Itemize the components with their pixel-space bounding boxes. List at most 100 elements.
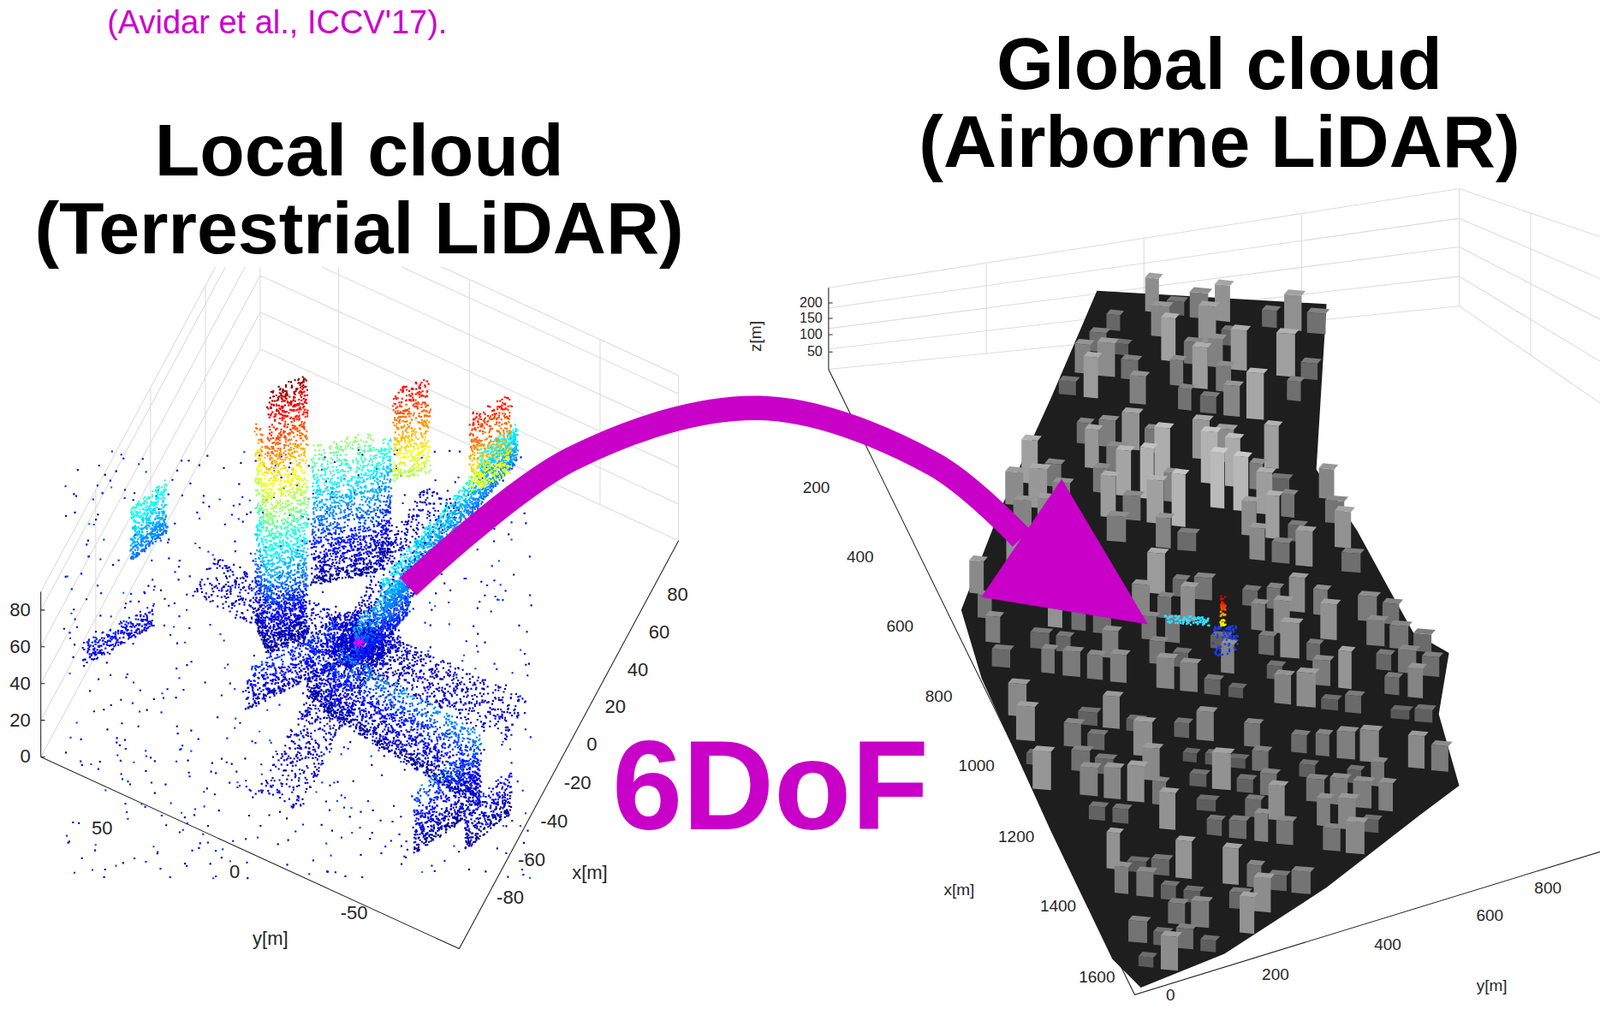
building bbox=[1160, 880, 1181, 901]
building-face bbox=[1160, 316, 1176, 362]
building bbox=[1171, 468, 1190, 527]
building-roof bbox=[1255, 467, 1276, 474]
building-roof bbox=[1276, 327, 1300, 334]
building-roof bbox=[1301, 357, 1322, 364]
building-roof bbox=[1093, 610, 1116, 617]
building-face bbox=[1128, 920, 1148, 944]
building-face bbox=[1286, 380, 1301, 402]
building bbox=[1032, 745, 1055, 791]
plot-panel: Global cloud (Airborne LiDAR) bbox=[1147, 306, 1455, 919]
building bbox=[1190, 896, 1214, 928]
registered-point bbox=[1177, 616, 1180, 619]
building-roof bbox=[1133, 716, 1157, 723]
building bbox=[1246, 367, 1268, 420]
registered-point bbox=[1219, 654, 1221, 656]
tick-label: 200 bbox=[802, 478, 831, 495]
building bbox=[1127, 760, 1149, 803]
building bbox=[1192, 341, 1213, 390]
building bbox=[1239, 891, 1259, 934]
building bbox=[1063, 569, 1082, 607]
building-roof bbox=[1127, 760, 1149, 767]
registered-point bbox=[1225, 627, 1228, 630]
building bbox=[1155, 512, 1175, 549]
registered-point bbox=[1207, 618, 1209, 620]
tick-label: 0 bbox=[20, 747, 31, 767]
building-face bbox=[1239, 896, 1255, 934]
registered-point bbox=[1182, 619, 1184, 622]
building-roof bbox=[1062, 646, 1084, 653]
building-roof bbox=[1249, 457, 1267, 464]
building-roof bbox=[1131, 579, 1154, 586]
building bbox=[1141, 611, 1160, 641]
tick-label: -40 bbox=[540, 812, 568, 832]
registered-point bbox=[1232, 635, 1235, 637]
building bbox=[1251, 598, 1270, 631]
registered-point bbox=[1201, 624, 1204, 626]
building-roof bbox=[1322, 823, 1345, 830]
registered-point bbox=[1215, 648, 1218, 650]
building-face bbox=[1320, 603, 1337, 641]
registered-point bbox=[1200, 619, 1202, 622]
registered-point bbox=[1223, 630, 1226, 633]
building bbox=[1015, 560, 1036, 601]
building-face bbox=[1088, 806, 1106, 821]
building bbox=[992, 644, 1015, 668]
building-roof bbox=[1390, 705, 1414, 712]
building bbox=[1322, 823, 1345, 852]
global-plot bbox=[828, 189, 1600, 996]
building-roof bbox=[1008, 678, 1031, 685]
building-roof bbox=[1231, 324, 1252, 331]
building-roof bbox=[1128, 915, 1152, 922]
local-plot bbox=[41, 184, 679, 950]
axis-label: z[m] bbox=[747, 321, 764, 352]
registered-point bbox=[1221, 622, 1224, 625]
registered-point bbox=[1221, 612, 1224, 615]
building-face bbox=[1174, 722, 1190, 739]
building-roof bbox=[1071, 604, 1090, 611]
building-face bbox=[1334, 510, 1351, 548]
building-roof bbox=[1196, 794, 1220, 801]
building-roof bbox=[1194, 572, 1217, 579]
tick-label: 40 bbox=[627, 660, 649, 680]
building-roof bbox=[1290, 729, 1311, 736]
building-face bbox=[1246, 372, 1264, 421]
building-roof bbox=[1088, 801, 1110, 808]
building-face bbox=[1276, 820, 1294, 846]
building-face bbox=[1079, 767, 1098, 798]
building-roof bbox=[1225, 433, 1245, 440]
registered-point bbox=[1219, 624, 1222, 627]
building-face bbox=[1032, 750, 1052, 792]
building-roof bbox=[1157, 591, 1176, 598]
building-face bbox=[1097, 341, 1116, 377]
registered-point bbox=[1179, 622, 1182, 625]
building-face bbox=[1220, 642, 1235, 674]
building-face bbox=[1189, 773, 1208, 788]
building-roof bbox=[1052, 477, 1074, 484]
tick-label: 150 bbox=[799, 311, 823, 326]
registered-point bbox=[1231, 624, 1234, 627]
building bbox=[1116, 445, 1136, 497]
building bbox=[1243, 718, 1264, 748]
registered-point bbox=[1236, 642, 1238, 645]
building-roof bbox=[1407, 662, 1427, 669]
registered-point bbox=[1219, 645, 1222, 648]
building bbox=[1301, 357, 1322, 381]
building-roof bbox=[1030, 627, 1054, 634]
registered-point bbox=[1228, 650, 1231, 653]
registered-point bbox=[1226, 631, 1229, 634]
registered-point bbox=[1227, 626, 1230, 629]
building-roof bbox=[1280, 488, 1298, 495]
building-roof bbox=[1093, 463, 1112, 470]
registered-point bbox=[1225, 631, 1228, 634]
building bbox=[1414, 704, 1437, 724]
building bbox=[1106, 309, 1125, 331]
building-roof bbox=[1375, 648, 1395, 655]
tick-label: 400 bbox=[846, 547, 875, 565]
building-roof bbox=[1054, 553, 1074, 560]
building-roof bbox=[1028, 463, 1052, 470]
building bbox=[1013, 494, 1036, 530]
building-face bbox=[1071, 608, 1087, 631]
registered-point bbox=[1231, 628, 1234, 631]
building-roof bbox=[1279, 617, 1303, 624]
tick-label: 20 bbox=[605, 697, 626, 717]
